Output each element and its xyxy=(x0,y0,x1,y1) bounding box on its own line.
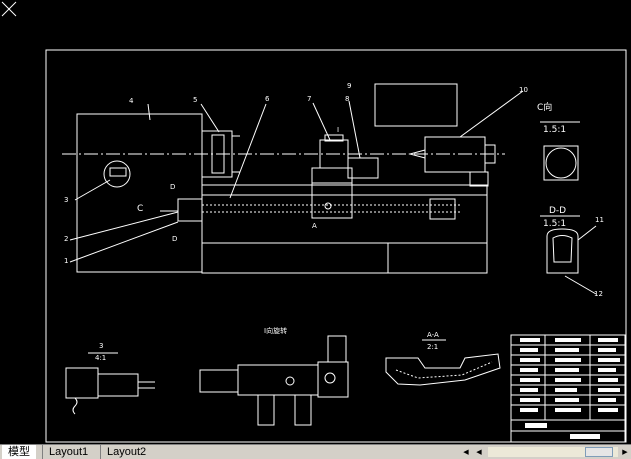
callout-3: 3 xyxy=(64,196,69,204)
detail3-housing xyxy=(65,367,99,399)
headstock-window xyxy=(103,160,131,188)
detail-i-motor xyxy=(199,369,239,393)
sheet-border xyxy=(45,49,627,443)
detail-aa-profile xyxy=(385,353,501,386)
drawing-canvas[interactable]: C向 1.5:1 D-D 1.5:1 3 4:1 I向旋转 A-A 2:1 1 … xyxy=(0,0,631,444)
callout-2: 2 xyxy=(64,235,69,243)
cad-drawing xyxy=(45,49,627,443)
detail-i-title: I向旋转 xyxy=(264,327,288,335)
ucs-icon xyxy=(1,1,17,17)
callout-8: 8 xyxy=(345,95,350,103)
detail-3-title: 3 xyxy=(99,342,104,350)
scroll-left-page-icon[interactable]: ◀ xyxy=(473,447,485,457)
tab-layout1[interactable]: Layout1 xyxy=(42,445,95,459)
view-dd-title: D-D xyxy=(549,206,567,216)
title-block xyxy=(510,334,626,443)
callout-7: 7 xyxy=(307,95,312,103)
scroll-right-icon[interactable]: ▶ xyxy=(619,447,631,457)
bed-top xyxy=(201,184,488,196)
view-c-square xyxy=(543,145,579,181)
view-dd-scale: 1.5:1 xyxy=(543,219,567,229)
gearbox xyxy=(177,198,203,222)
callout-9: 9 xyxy=(347,82,352,90)
view-c-title: C向 xyxy=(537,103,553,113)
scroll-thumb[interactable] xyxy=(585,447,613,457)
view-letter-i: I xyxy=(337,126,340,134)
detail-3-scale: 4:1 xyxy=(95,354,107,362)
view-dd-profile xyxy=(546,228,579,274)
section-letter-a: A xyxy=(312,222,317,230)
scroll-track[interactable] xyxy=(488,447,618,457)
detail-aa-scale: 2:1 xyxy=(427,343,439,351)
scroll-left-icon[interactable]: ◀ xyxy=(460,447,472,457)
apron xyxy=(311,182,353,219)
callout-11: 11 xyxy=(595,216,604,224)
layout-tab-bar: 模型 Layout1 Layout2 ◀ ◀ ▶ xyxy=(0,444,631,459)
bed-leg-left xyxy=(201,242,389,274)
tab-model[interactable]: 模型 xyxy=(2,445,36,459)
view-c-scale: 1.5:1 xyxy=(543,125,567,135)
callout-4: 4 xyxy=(129,97,134,105)
detail-aa-title: A-A xyxy=(427,331,439,339)
label-box xyxy=(374,83,458,127)
section-letter-d-top: D xyxy=(170,183,176,191)
tab-layout2[interactable]: Layout2 xyxy=(100,445,153,459)
section-letter-c: C xyxy=(137,204,144,214)
callout-5: 5 xyxy=(193,96,198,104)
callout-1: 1 xyxy=(64,257,69,265)
callout-12: 12 xyxy=(594,290,603,298)
callout-6: 6 xyxy=(265,95,270,103)
horizontal-scrollbar[interactable]: ◀ ◀ ▶ xyxy=(460,446,631,458)
section-letter-d-bottom: D xyxy=(172,235,178,243)
callout-10: 10 xyxy=(519,86,528,94)
headstock xyxy=(76,113,203,273)
